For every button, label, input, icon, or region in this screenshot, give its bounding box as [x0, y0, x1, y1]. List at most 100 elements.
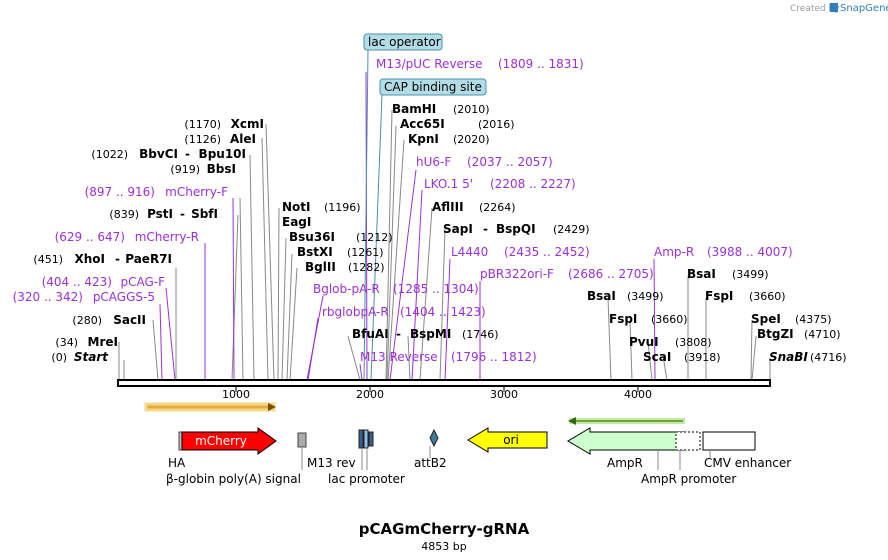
enzyme-xcmi: XcmI [231, 117, 264, 131]
enzyme-mrei: MreI [88, 335, 118, 349]
ampr-promoter-label: AmpR promoter [641, 472, 736, 486]
enzyme-paer7i: PaeR7I [125, 252, 172, 266]
enzyme-end: SnaBI [769, 350, 808, 364]
primer-pcag-f-range: (404 .. 423) [42, 275, 112, 289]
enzyme-snabi: BtgZI [757, 327, 794, 341]
enzyme-spei: FspI [705, 289, 733, 303]
enzyme-spei-pos: (3660) [749, 290, 786, 303]
primer-rbglobpa-r-range: (1404 .. 1423) [400, 305, 486, 319]
m13-rev-label: M13 rev [307, 456, 356, 470]
enzyme-bspmi: BspMI [410, 327, 451, 341]
enzyme-acc65i: Acc65I [400, 117, 445, 131]
lac-operator-label: lac operator [368, 35, 441, 49]
enzyme-pvui-pos: (3808) [675, 336, 712, 349]
ampr-label: AmpR [607, 456, 643, 470]
enzyme-bglii: BglII [305, 260, 336, 274]
enzyme-kpni: KpnI [408, 132, 439, 146]
enzyme-bstxi-pos: (1261) [347, 246, 384, 259]
feature-label-lines [301, 446, 711, 470]
enzyme-snabi-pos: (4710) [804, 328, 841, 341]
primer-lko1-5-range: (2208 .. 2227) [490, 177, 576, 191]
enzyme-sacii: SacII [113, 313, 146, 327]
cap-binding-box [379, 78, 487, 96]
cmv-enhancer-feature [702, 431, 756, 451]
enzyme-dash4: - [396, 327, 401, 341]
primer-mcherry-f-range: (897 .. 916) [85, 185, 155, 199]
mcherry-feature-label: mCherry [195, 434, 247, 448]
enzyme-alei: AleI [230, 132, 256, 146]
primer-l4440: L4440 [451, 245, 488, 259]
enzyme-afliii: AflIII [432, 200, 464, 214]
ruler-tick-2000: 2000 [356, 388, 384, 401]
connector-lines [118, 109, 771, 381]
enzyme-sspi-pos: (3499) [732, 268, 769, 281]
primer-rbglobpa-r: rbglobpA-R [322, 305, 389, 319]
lac-operator-feature [368, 431, 374, 447]
m13-rev-feature [358, 429, 364, 449]
ori-feature [467, 427, 548, 453]
enzyme-end-pos: (4716) [810, 351, 847, 364]
ampr-promoter-feature [675, 431, 701, 451]
primer-mcherry-f: mCherry-F [165, 185, 228, 199]
ruler-tick-3000: 3000 [490, 388, 518, 401]
primer-hu6-f: hU6-F [416, 155, 451, 169]
enzyme-xcmi-pos: (1170) [184, 118, 221, 131]
sequence-backbone [117, 379, 771, 387]
enzyme-xhoi-pos: (451) [33, 253, 63, 266]
primer-pbr322ori-f: pBR322ori-F [480, 267, 554, 281]
attb2-label: attB2 [414, 456, 447, 470]
orf-bar-reverse [569, 418, 685, 424]
enzyme-bbsi-pos: (919) [170, 163, 200, 176]
enzyme-bspqi: BspQI [496, 222, 536, 236]
enzyme-dash3: - [115, 252, 120, 266]
primer-pbr322ori-f-range: (2686 .. 2705) [568, 267, 654, 281]
beta-globin-label: β-globin poly(A) signal [166, 472, 301, 486]
enzyme-mrei-pos: (34) [55, 336, 78, 349]
enzyme-kpni-pos: (2020) [453, 133, 490, 146]
enzyme-fspi-pos-val: (3660) [651, 313, 688, 326]
enzyme-bbvci-pos: (1022) [91, 148, 128, 161]
enzyme-scai-pos: (3918) [684, 351, 721, 364]
enzyme-acc65i-pos: (2016) [478, 118, 515, 131]
primer-m13-puc-reverse: M13/pUC Reverse [376, 57, 483, 71]
enzyme-sacii-pos: (280) [72, 314, 102, 327]
lac-promoter-label: lac promoter [328, 472, 405, 486]
enzyme-sapi-pos: (2429) [553, 223, 590, 236]
cmv-enhancer-label: CMV enhancer [704, 456, 791, 470]
ha-label: HA [168, 456, 186, 470]
enzyme-eagi: EagI [282, 215, 311, 229]
enzyme-bbvci: BbvCI [139, 147, 178, 161]
enzyme-psti-pos: (839) [109, 208, 139, 221]
enzyme-dash5: - [483, 222, 488, 236]
enzyme-afliii-pos: (2264) [479, 201, 516, 214]
primer-pcaggs-5-range: (320 .. 342) [13, 290, 83, 304]
enzyme-dash2: - [180, 207, 185, 221]
enzyme-bbsi: BbsI [207, 162, 236, 176]
enzyme-bpu10i: Bpu10I [199, 147, 246, 161]
attb2-feature [429, 428, 439, 448]
beta-globin-polya-feature [297, 432, 307, 448]
enzyme-bstxi: BstXI [297, 245, 333, 259]
plasmid-title: pCAGmCherry-gRNA [359, 520, 530, 538]
lac-promoter-feature [363, 429, 369, 449]
mcherry-feature [181, 427, 277, 455]
snapgene-logo-icon [830, 3, 838, 12]
enzyme-bsai-name: BsaI [587, 289, 616, 303]
enzyme-bsai-pos-val: (3499) [627, 290, 664, 303]
enzyme-btgzi-pos: (4375) [795, 313, 832, 326]
enzyme-bfuai: BfuAI [352, 327, 389, 341]
ruler-tick-1000: 1000 [222, 388, 250, 401]
enzyme-xhoi: XhoI [74, 252, 105, 266]
primer-hu6-f-range: (2037 .. 2057) [467, 155, 553, 169]
enzyme-noti: NotI [282, 200, 311, 214]
ruler: 1000 2000 3000 4000 [222, 386, 652, 401]
created-by-text: Created by [790, 4, 840, 14]
primer-amp-r: Amp-R [654, 245, 694, 259]
primer-amp-r-range: (3988 .. 4007) [707, 245, 793, 259]
primer-lko1-5: LKO.1 5' [424, 177, 473, 191]
primer-pcag-f: pCAG-F [120, 275, 165, 289]
box-lines [363, 49, 383, 381]
primer-m13-puc-reverse-range: (1809 .. 1831) [498, 57, 584, 71]
enzyme-sapi: SapI [443, 222, 473, 236]
enzyme-dash: - [185, 147, 190, 161]
